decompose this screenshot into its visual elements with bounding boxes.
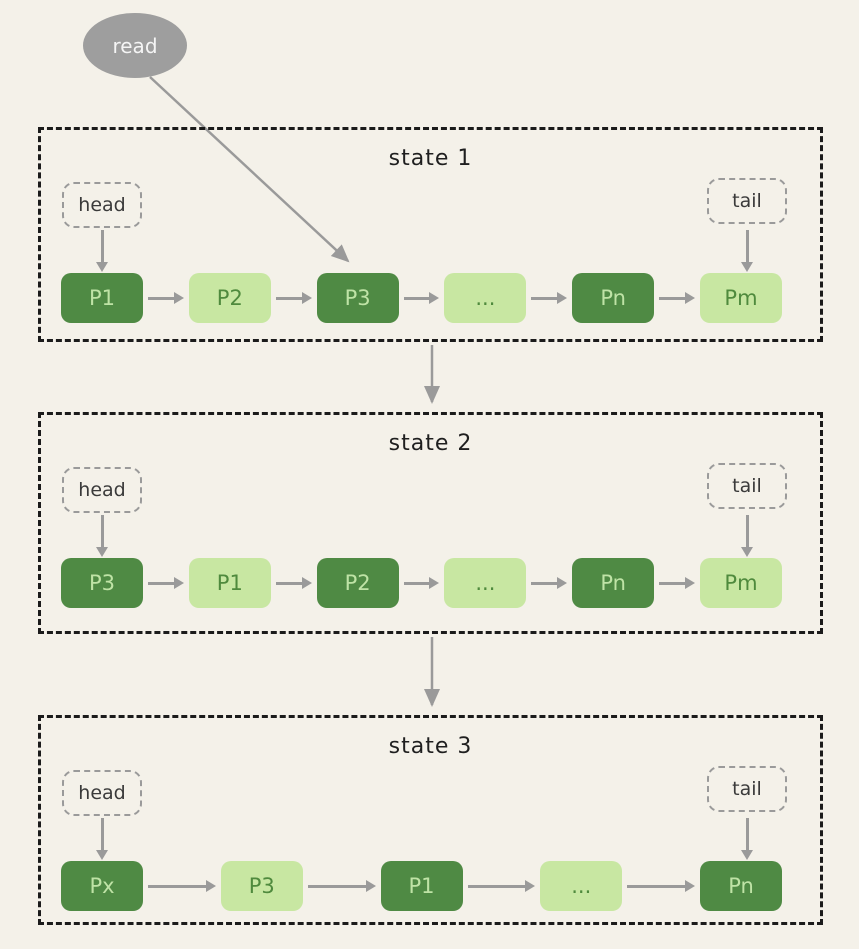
page-node: Pn <box>700 861 782 911</box>
page-node: P1 <box>61 273 143 323</box>
arrow-right-icon <box>403 575 440 591</box>
state-2-title: state 2 <box>388 431 473 456</box>
arrow-right-icon <box>148 878 216 894</box>
tail-tag: tail <box>707 463 787 509</box>
arrow-down-icon <box>95 818 109 860</box>
arrow-right-icon <box>531 575 567 591</box>
tail-tag: tail <box>707 766 787 812</box>
head-tag: head <box>62 770 142 816</box>
tail-tag: tail <box>707 178 787 224</box>
page-node: Pn <box>572 558 655 608</box>
page-node: Pm <box>699 558 782 608</box>
arrow-down-icon <box>740 230 754 272</box>
arrow-right-icon <box>148 575 184 591</box>
page-node: P2 <box>316 558 399 608</box>
state-1-title: state 1 <box>388 146 473 171</box>
page-node: P2 <box>188 273 271 323</box>
page-node: Pm <box>699 273 782 323</box>
arrow-right-icon <box>659 290 695 306</box>
read-bubble: read <box>83 13 187 78</box>
page-node: P3 <box>316 273 399 323</box>
page-node: ... <box>444 558 527 608</box>
arrow-right-icon <box>627 878 695 894</box>
arrow-right-icon <box>307 878 376 894</box>
arrow-down-icon <box>740 515 754 557</box>
page-node: P3 <box>220 861 303 911</box>
page-node: ... <box>444 273 527 323</box>
state-3-title: state 3 <box>388 734 473 759</box>
state-1-box: state 1 head tail P1 P2 P3... Pn Pm <box>38 127 823 342</box>
arrow-down-icon <box>740 818 754 860</box>
arrow-right-icon <box>659 575 695 591</box>
page-node: P3 <box>61 558 143 608</box>
state-2-box: state 2 head tail P3 P1 P2... Pn Pm <box>38 412 823 634</box>
arrow-right-icon <box>531 290 567 306</box>
head-tag: head <box>62 182 142 228</box>
arrow-right-icon <box>275 575 312 591</box>
page-node: P1 <box>188 558 271 608</box>
page-node: Px <box>61 861 143 911</box>
arrow-right-icon <box>467 878 536 894</box>
read-label: read <box>112 33 158 58</box>
arrow-right-icon <box>148 290 184 306</box>
arrow-right-icon <box>275 290 312 306</box>
node-row-state-3: Px P3 P1... Pn <box>61 861 782 911</box>
state-3-box: state 3 head tail Px P3 P1... Pn <box>38 715 823 925</box>
node-row-state-2: P3 P1 P2... Pn Pm <box>61 558 782 608</box>
head-tag: head <box>62 467 142 513</box>
arrow-down-icon <box>95 515 109 557</box>
page-node: ... <box>540 861 623 911</box>
arrow-down-icon <box>95 230 109 272</box>
page-node: Pn <box>572 273 655 323</box>
page-node: P1 <box>380 861 463 911</box>
node-row-state-1: P1 P2 P3... Pn Pm <box>61 273 782 323</box>
arrow-right-icon <box>403 290 440 306</box>
